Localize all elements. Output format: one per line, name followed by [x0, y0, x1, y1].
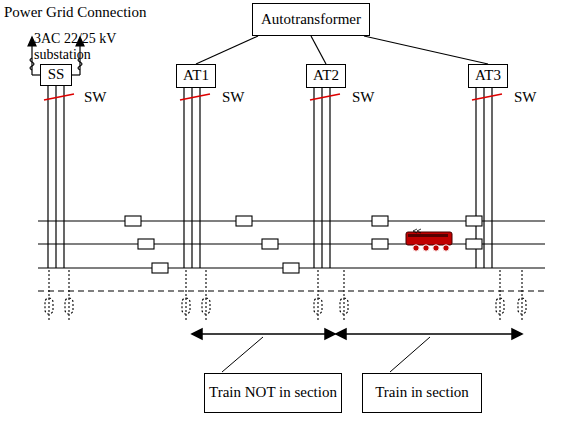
station-box: AT1 — [176, 64, 216, 88]
station-box: SS — [40, 64, 72, 86]
switch-label: SW — [514, 89, 537, 106]
feeder-connector — [311, 36, 326, 64]
switch-label: SW — [222, 89, 245, 106]
node-text: AT3 — [475, 67, 501, 84]
node-text: Train NOT in section — [209, 384, 337, 401]
switch-label: SW — [84, 89, 107, 106]
page-title: Power Grid Connection — [4, 4, 146, 21]
node-text: AT2 — [313, 67, 339, 84]
feeder-connector — [364, 36, 488, 64]
node-text: Autotransformer — [261, 11, 361, 28]
station-box: AT2 — [306, 64, 346, 88]
node-text: AT1 — [183, 67, 209, 84]
transformer-box: Autotransformer — [252, 3, 370, 36]
train-symbol — [406, 229, 452, 251]
station-box: AT3 — [468, 64, 508, 88]
section-box: Train in section — [362, 373, 482, 413]
substation-label: 3AC 22/25 kV substation — [34, 31, 126, 62]
switch-label: SW — [352, 89, 375, 106]
section-box: Train NOT in section — [204, 373, 342, 413]
node-text: Train in section — [375, 384, 469, 401]
feeder-connector — [196, 36, 258, 64]
node-text: SS — [48, 66, 65, 83]
